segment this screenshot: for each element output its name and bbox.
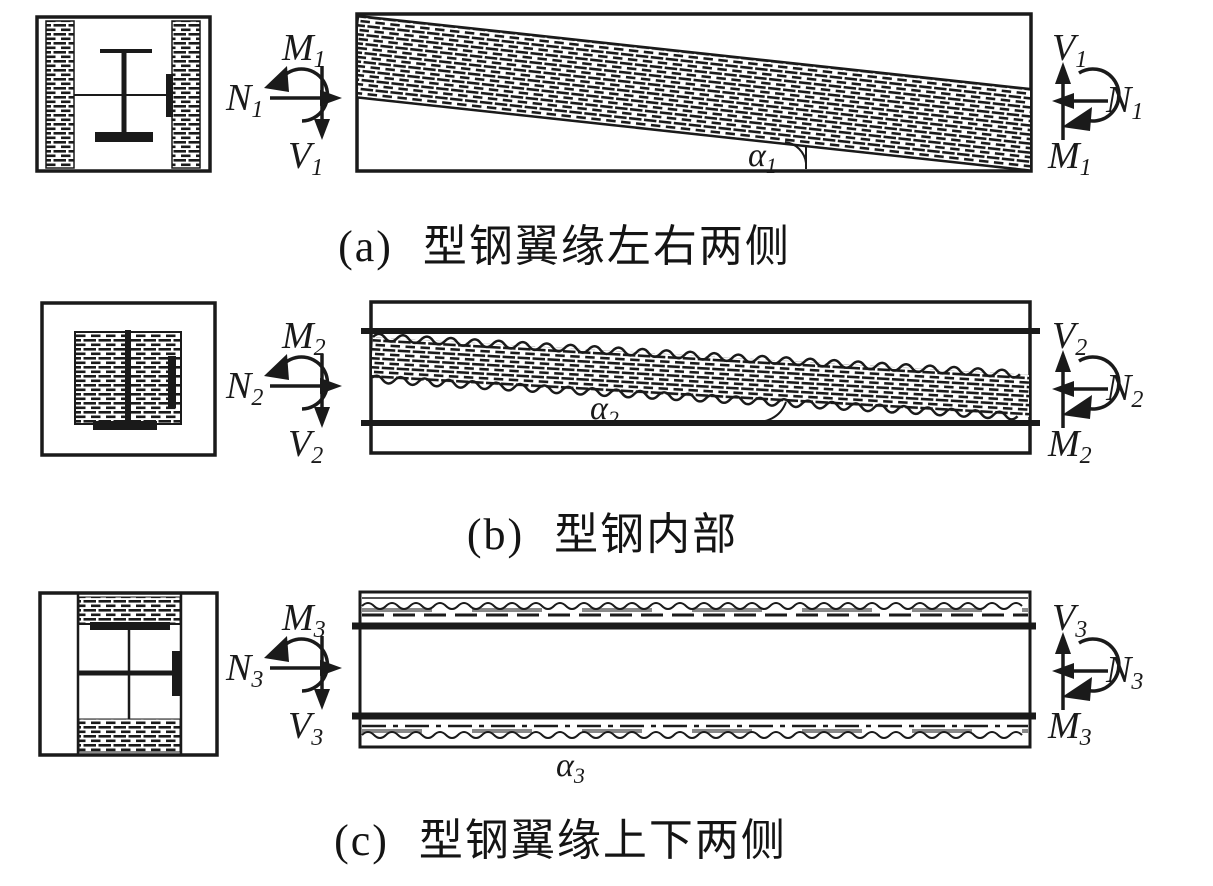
angle-label: α1	[748, 137, 777, 178]
shear-arrowhead-icon	[314, 689, 330, 710]
shear-arrowhead-icon	[1055, 632, 1071, 654]
moment-label: M3	[281, 597, 326, 643]
moment-label: M2	[281, 315, 326, 361]
axial-label: N3	[225, 647, 263, 693]
axial-label: N2	[225, 365, 263, 411]
moment-label: M1	[281, 27, 326, 73]
caption-c: (c) 型钢翼缘上下两侧	[0, 804, 1167, 868]
force-group-left-a: M1 N1 V1	[225, 27, 342, 181]
force-group-right-c: V3 N3 M3	[1047, 597, 1143, 751]
moment-arrow-icon	[279, 67, 330, 123]
axial-label: N1	[225, 77, 263, 123]
moment-label: M1	[1047, 135, 1092, 181]
beam-b: α2	[361, 300, 1040, 455]
moment-arrowhead-icon	[1062, 395, 1092, 419]
shear-label: V1	[288, 135, 323, 181]
wavy-edge-top	[372, 332, 1021, 379]
shear-arrowhead-icon	[1055, 62, 1071, 84]
beam-a: α1	[355, 12, 1033, 178]
panel-b: M2 N2 V2 α2 V2	[40, 300, 1143, 469]
axial-arrowhead-icon	[320, 378, 342, 394]
moment-arrow-icon	[1078, 637, 1121, 693]
force-group-left-c: M3 N3 V3	[225, 597, 342, 751]
hatch-strip-left	[45, 20, 75, 169]
panel-c: M3 N3 V3 α3 V3	[38, 590, 1143, 788]
hatch-strip-bottom	[78, 718, 181, 753]
axial-arrowhead-icon	[1052, 93, 1074, 109]
wavy-edge-bottom	[372, 374, 1019, 421]
steel-i-section-icon	[95, 49, 173, 142]
moment-arrowhead-icon	[1062, 107, 1092, 131]
caption-b-text: 型钢内部	[554, 510, 739, 559]
axial-label: N2	[1105, 367, 1143, 413]
hatch-band	[358, 15, 1030, 170]
caption-a-index: (a)	[338, 222, 393, 271]
caption-b: (b) 型钢内部	[0, 498, 1209, 562]
hatch-strip-top	[78, 596, 181, 625]
axial-arrowhead-icon	[1052, 381, 1074, 397]
shear-label: V2	[288, 423, 323, 469]
angle-arc-icon	[749, 401, 787, 423]
axial-label: N3	[1105, 649, 1143, 695]
angle-arc-icon	[784, 141, 807, 164]
shear-label: V1	[1052, 27, 1087, 73]
shear-arrowhead-icon	[1055, 350, 1071, 372]
shear-arrowhead-icon	[314, 407, 330, 428]
moment-arrow-icon	[279, 355, 330, 411]
panel-a: M1 N1 V1 α1 V1	[35, 12, 1143, 181]
steel-i-section-icon	[93, 330, 176, 430]
moment-arrow-icon	[279, 637, 330, 693]
axial-arrowhead-icon	[1052, 663, 1074, 679]
axial-arrowhead-icon	[320, 90, 342, 106]
caption-c-text: 型钢翼缘上下两侧	[418, 816, 787, 865]
axial-arrowhead-icon	[320, 660, 342, 676]
shear-label: V2	[1052, 315, 1087, 361]
moment-label: M2	[1047, 423, 1092, 469]
moment-arrowhead-icon	[264, 354, 289, 380]
shear-arrowhead-icon	[314, 119, 330, 140]
force-group-right-a: V1 N1 M1	[1047, 27, 1143, 181]
shear-label: V3	[1052, 597, 1087, 643]
cross-section-b	[40, 301, 217, 457]
steel-i-section-icon	[78, 622, 181, 719]
angle-label: α3	[556, 747, 585, 788]
moment-label: M3	[1047, 705, 1092, 751]
shear-label: V3	[288, 705, 323, 751]
moment-arrow-icon	[1078, 355, 1121, 411]
angle-label: α2	[590, 390, 619, 431]
caption-a-text: 型钢翼缘左右两侧	[422, 222, 791, 271]
moment-arrowhead-icon	[264, 636, 289, 662]
wavy-edge-top	[361, 602, 1023, 610]
cross-section-a	[35, 15, 212, 173]
wavy-edge-bottom	[361, 731, 1023, 739]
force-group-left-b: M2 N2 V2	[225, 315, 342, 469]
hatch-band	[372, 337, 1029, 417]
hatch-strip-right	[171, 20, 201, 169]
moment-arrowhead-icon	[1062, 677, 1092, 701]
axial-label: N1	[1105, 79, 1143, 125]
force-group-right-b: V2 N2 M2	[1047, 315, 1143, 469]
caption-b-index: (b)	[466, 510, 525, 559]
moment-arrowhead-icon	[264, 66, 289, 92]
beam-c: α3	[352, 590, 1036, 788]
cross-section-c	[38, 591, 219, 757]
caption-c-index: (c)	[334, 816, 389, 865]
caption-a: (a) 型钢翼缘左右两侧	[0, 210, 1171, 274]
moment-arrow-icon	[1078, 67, 1121, 123]
